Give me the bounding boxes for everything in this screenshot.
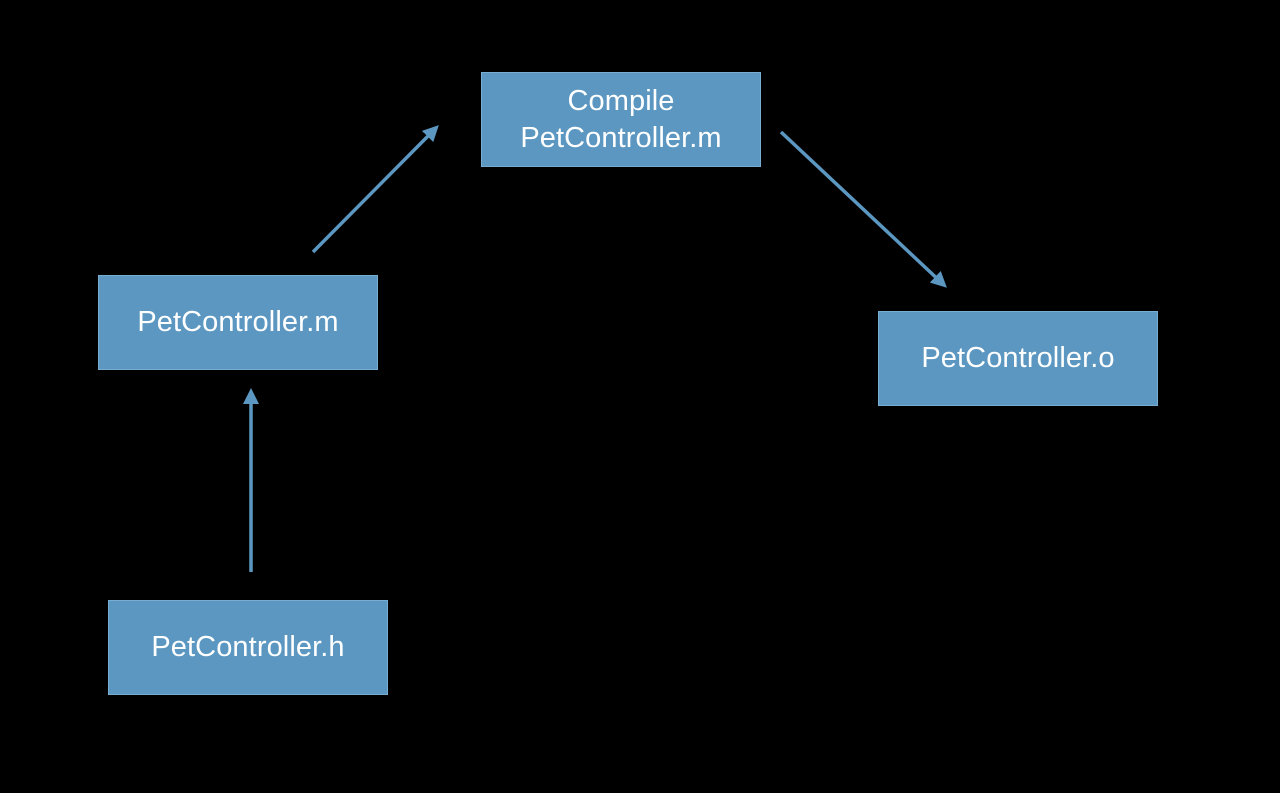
arrow-source-to-compile xyxy=(311,125,439,254)
object-file-label: PetController.o xyxy=(921,342,1115,374)
arrow-compile-to-object xyxy=(779,130,947,288)
source-file-box: PetController.m xyxy=(98,275,378,370)
header-file-box: PetController.h xyxy=(108,600,388,695)
compile-step-label: Compile xyxy=(567,84,675,117)
compile-step-box: Compile PetController.m xyxy=(481,72,761,167)
source-file-label: PetController.m xyxy=(137,306,339,338)
compile-step-filename: PetController.m xyxy=(520,121,722,154)
object-file-box: PetController.o xyxy=(878,311,1158,406)
header-file-label: PetController.h xyxy=(151,631,345,663)
